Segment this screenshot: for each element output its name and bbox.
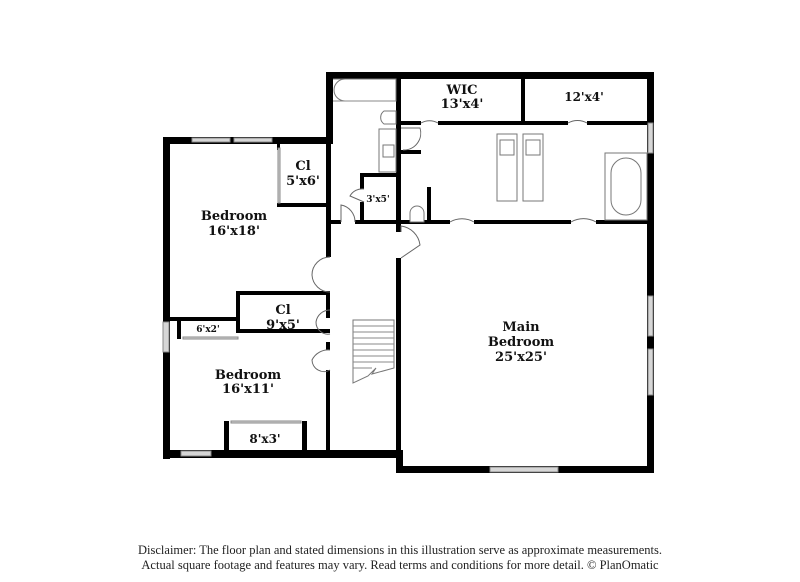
bath-closet-size: 3'x5' [366, 195, 389, 205]
room-labels: Bedroom 16'x18' Cl 5'x6' 3'x5' WIC 13'x4… [196, 83, 603, 446]
main-bedroom-name-line1: Main [502, 320, 540, 335]
wic-size: 13'x4' [441, 97, 484, 112]
closet-3-size: 6'x2' [196, 325, 219, 335]
closet-1-size: 5'x6' [286, 174, 320, 189]
disclaimer-line-2: Actual square footage and features may v… [141, 558, 659, 572]
interior-walls [170, 72, 647, 473]
bedroom-2-name: Bedroom [215, 368, 282, 383]
disclaimer-line-1: Disclaimer: The floor plan and stated di… [138, 543, 662, 557]
staircase-icon [352, 319, 395, 384]
windows [162, 122, 654, 473]
toilet-icon [380, 110, 397, 125]
wic-name: WIC [445, 83, 477, 98]
bedroom-2-size: 16'x11' [222, 382, 274, 397]
closet-4-size: 8'x3' [249, 432, 280, 446]
bedroom-1-name: Bedroom [201, 209, 268, 224]
toilet-icon-main [409, 205, 425, 223]
main-bedroom-size: 25'x25' [495, 350, 547, 365]
disclaimer: Disclaimer: The floor plan and stated di… [0, 543, 800, 573]
closet-2-size: 9'x5' [266, 318, 300, 333]
main-bedroom-name-line2: Bedroom [488, 335, 555, 350]
exterior-walls [163, 72, 654, 473]
closet-2-name: Cl [275, 303, 290, 318]
bathtub-icon [333, 78, 397, 102]
floor-plan: Bedroom 16'x18' Cl 5'x6' 3'x5' WIC 13'x4… [162, 72, 654, 473]
bedroom-1-size: 16'x18' [208, 224, 260, 239]
doors [311, 119, 597, 373]
closet-1-name: Cl [295, 159, 310, 174]
fixtures [333, 78, 648, 384]
storage-size: 12'x4' [564, 90, 604, 104]
